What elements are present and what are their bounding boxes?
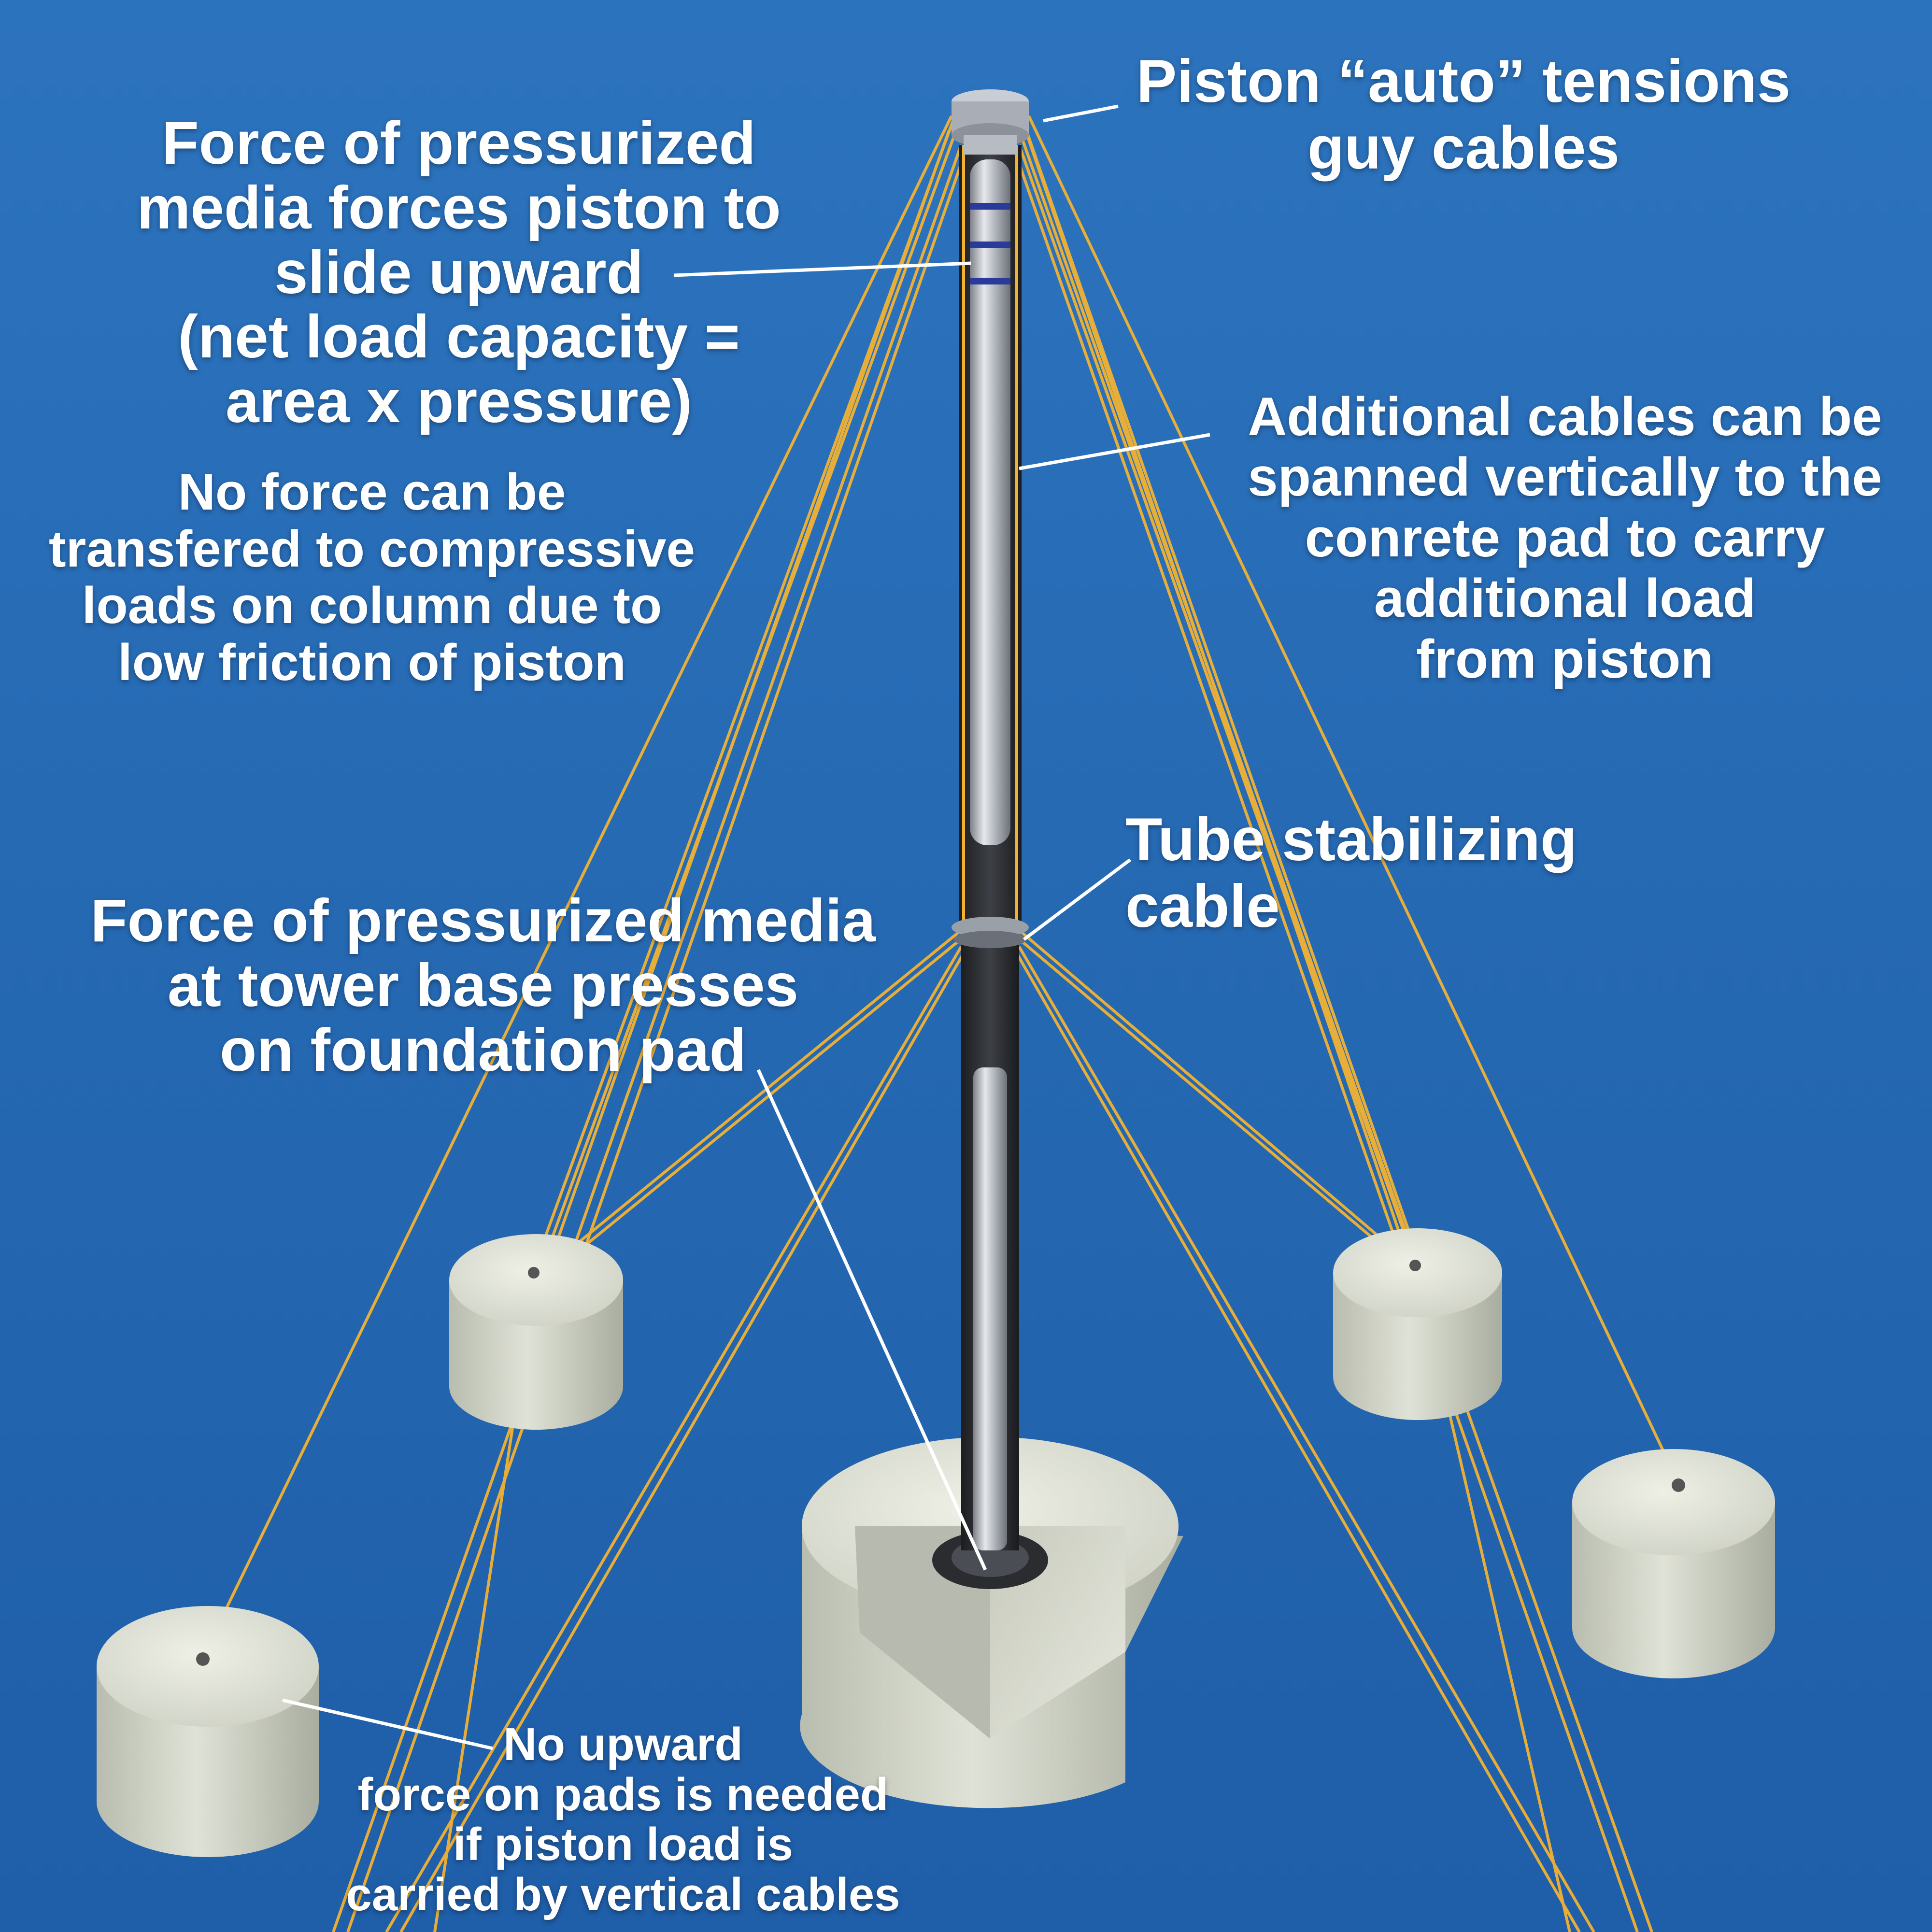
leader-force-piston (673, 261, 971, 277)
concrete-pad-front-left (97, 1606, 319, 1857)
leader-tube-stab (1023, 858, 1132, 941)
concrete-pad-front-right (1572, 1449, 1775, 1678)
label-force-tower-base: Force of pressurized media at tower base… (90, 887, 876, 1084)
label-no-upward-force: No upward force on pads is needed if pis… (346, 1719, 900, 1921)
label-no-force-transfer: No force can be transfered to compressiv… (48, 463, 696, 692)
leader-piston-auto (1043, 104, 1119, 123)
tower-tube (952, 145, 1029, 1550)
label-additional-cables: Additional cables can be spanned vertica… (1248, 386, 1882, 689)
label-force-piston-slide: Force of pressurized media forces piston… (137, 110, 781, 435)
label-piston-auto-tensions: Piston “auto” tensions guy cables (1136, 48, 1791, 182)
leader-no-upward (282, 1698, 493, 1750)
leader-lines (282, 104, 1210, 1750)
guy-cables (201, 115, 1680, 1932)
label-tube-stabilizing-cable: Tube stabilizing cable (1125, 806, 1577, 940)
concrete-pad-back-right (1333, 1228, 1502, 1420)
piston-head (952, 89, 1029, 155)
leader-force-base (756, 1069, 987, 1571)
leader-additional (1019, 433, 1210, 470)
concrete-pad-back-left (449, 1234, 623, 1430)
